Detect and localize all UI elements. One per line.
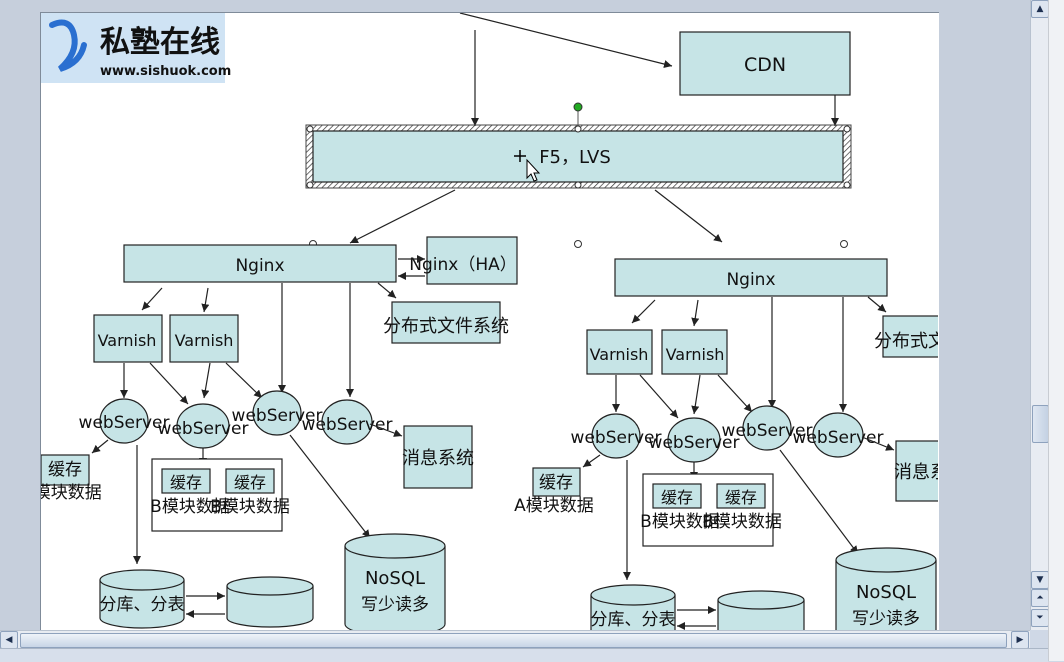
right-fs-label: 分布式文件系统 [874, 331, 1000, 352]
next-slide-icon[interactable]: ⏷ [1031, 609, 1049, 627]
logo-mark-icon [49, 19, 87, 72]
left-mod-b-label: B模块数据 [150, 497, 230, 517]
logo: 私塾在线 www.sishuok.com [41, 13, 231, 83]
right-fs-node[interactable]: 分布式文件系统 [874, 315, 1000, 358]
left-msg-label: 消息系统 [402, 448, 474, 469]
right-nosql-node[interactable]: NoSQL 写少读多 [835, 547, 937, 650]
right-ws1-label: webServer [571, 428, 662, 448]
right-ws1-node[interactable]: webServer [571, 413, 662, 459]
left-ws4-label: webServer [302, 415, 393, 435]
left-fs-label: 分布式文件系统 [383, 316, 509, 337]
right-mod-b-label: B模块数据 [640, 512, 720, 532]
left-ws4-node[interactable]: webServer [302, 399, 393, 445]
left-ws1-node[interactable]: webServer [79, 398, 170, 444]
right-ws4-node[interactable]: webServer [793, 412, 884, 458]
right-ws4-label: webServer [793, 428, 884, 448]
left-ws3-label: webServer [232, 406, 323, 426]
scroll-up-icon[interactable]: ▲ [1031, 0, 1049, 18]
logo-brand: 私塾在线 [100, 25, 220, 60]
left-nginx-label: Nginx [235, 256, 284, 276]
left-nosql-sub-label: 写少读多 [361, 595, 429, 615]
right-mod-a-label: A模块数据 [514, 496, 594, 516]
left-fs-node[interactable]: 分布式文件系统 [383, 301, 509, 344]
left-nosql-label: NoSQL [365, 568, 425, 589]
horizontal-scroll-thumb[interactable] [20, 633, 1007, 648]
left-ws2-node[interactable]: webServer [158, 403, 249, 449]
resize-handle[interactable] [574, 181, 582, 189]
vertical-scrollbar[interactable]: ▲ ▼ ⏶ ⏷ [1030, 0, 1049, 630]
scroll-right-icon[interactable]: ▶ [1011, 631, 1029, 649]
right-cache-a-label: 缓存 [539, 473, 573, 493]
right-nginx-label: Nginx [726, 270, 775, 290]
right-msg-node[interactable]: 消息系统 [894, 440, 966, 502]
right-msg-label: 消息系统 [894, 462, 966, 483]
left-nosql-node[interactable]: NoSQL 写少读多 [344, 533, 446, 636]
right-cache-b-label: 缓存 [661, 488, 693, 507]
resize-handle[interactable] [306, 181, 314, 189]
right-varnish2-node[interactable]: Varnish [661, 329, 728, 375]
right-nosql-sub-label: 写少读多 [852, 609, 920, 629]
right-varnish2-label: Varnish [666, 345, 725, 364]
previous-slide-icon[interactable]: ⏶ [1031, 589, 1049, 607]
left-ws3-node[interactable]: webServer [232, 390, 323, 436]
scroll-down-icon[interactable]: ▼ [1031, 571, 1049, 589]
left-mod-a-node[interactable]: 缓存 A模块数据 [22, 454, 102, 503]
left-ws2-label: webServer [158, 419, 249, 439]
rotate-handle[interactable] [573, 102, 583, 112]
left-nginx-ha-label: Nginx（HA） [409, 255, 516, 275]
right-mod-a-node[interactable]: 缓存 A模块数据 [514, 467, 594, 516]
side-panel [1048, 0, 1064, 661]
right-cache-b2-label: 缓存 [725, 488, 757, 507]
left-db-label: 分库、分表 [100, 595, 185, 615]
lb-node[interactable]: F5，LVS [305, 102, 852, 189]
cdn-node[interactable]: CDN [679, 31, 851, 96]
right-cluster: Nginx Varnish Varnish 分布式文件系统 webServer [514, 258, 1000, 650]
left-mod-b-node[interactable]: 缓存 缓存 B模块数据 B模块数据 [150, 458, 290, 532]
right-nosql-label: NoSQL [856, 582, 916, 603]
vertical-scroll-thumb[interactable] [1032, 405, 1049, 443]
left-db-node[interactable]: 分库、分表 [99, 569, 314, 629]
status-bar [0, 648, 1048, 662]
lb-label: F5，LVS [539, 147, 611, 168]
horizontal-scrollbar[interactable]: ◀ ▶ [0, 630, 1030, 649]
right-varnish1-node[interactable]: Varnish [586, 329, 653, 375]
left-cluster: Nginx Nginx（HA） Varnish Varnish 分布式文件系统 [22, 236, 518, 636]
resize-handle[interactable] [843, 125, 851, 133]
left-varnish2-node[interactable]: Varnish [169, 314, 239, 363]
right-nginx-node[interactable]: Nginx [614, 258, 888, 297]
cdn-label: CDN [744, 54, 786, 76]
left-cache-b2-label: 缓存 [234, 473, 266, 492]
left-nginx-ha-node[interactable]: Nginx（HA） [409, 236, 518, 285]
left-varnish1-node[interactable]: Varnish [93, 314, 163, 363]
right-db-node[interactable]: 分库、分表 [590, 584, 805, 643]
left-cache-a-label: 缓存 [48, 460, 82, 480]
scroll-left-icon[interactable]: ◀ [0, 631, 18, 649]
left-cache-b-label: 缓存 [170, 473, 202, 492]
right-ws2-label: webServer [649, 433, 740, 453]
left-msg-node[interactable]: 消息系统 [402, 425, 474, 489]
left-varnish1-label: Varnish [98, 331, 157, 350]
left-mod-b2-label: B模块数据 [210, 497, 290, 517]
logo-url: www.sishuok.com [100, 64, 231, 79]
right-mod-b2-label: B模块数据 [702, 512, 782, 532]
right-varnish1-label: Varnish [590, 345, 649, 364]
right-ws3-label: webServer [722, 421, 813, 441]
left-varnish2-label: Varnish [175, 331, 234, 350]
left-mod-a-label: A模块数据 [22, 483, 102, 503]
resize-handle[interactable] [306, 125, 314, 133]
right-db-label: 分库、分表 [591, 610, 676, 630]
move-cursor-icon [514, 150, 541, 182]
left-nginx-node[interactable]: Nginx [123, 244, 397, 283]
right-ws3-node[interactable]: webServer [722, 405, 813, 451]
resize-handle[interactable] [843, 181, 851, 189]
right-mod-b-node[interactable]: 缓存 缓存 B模块数据 B模块数据 [640, 473, 782, 547]
left-ws1-label: webServer [79, 413, 170, 433]
resize-handle[interactable] [574, 125, 582, 133]
